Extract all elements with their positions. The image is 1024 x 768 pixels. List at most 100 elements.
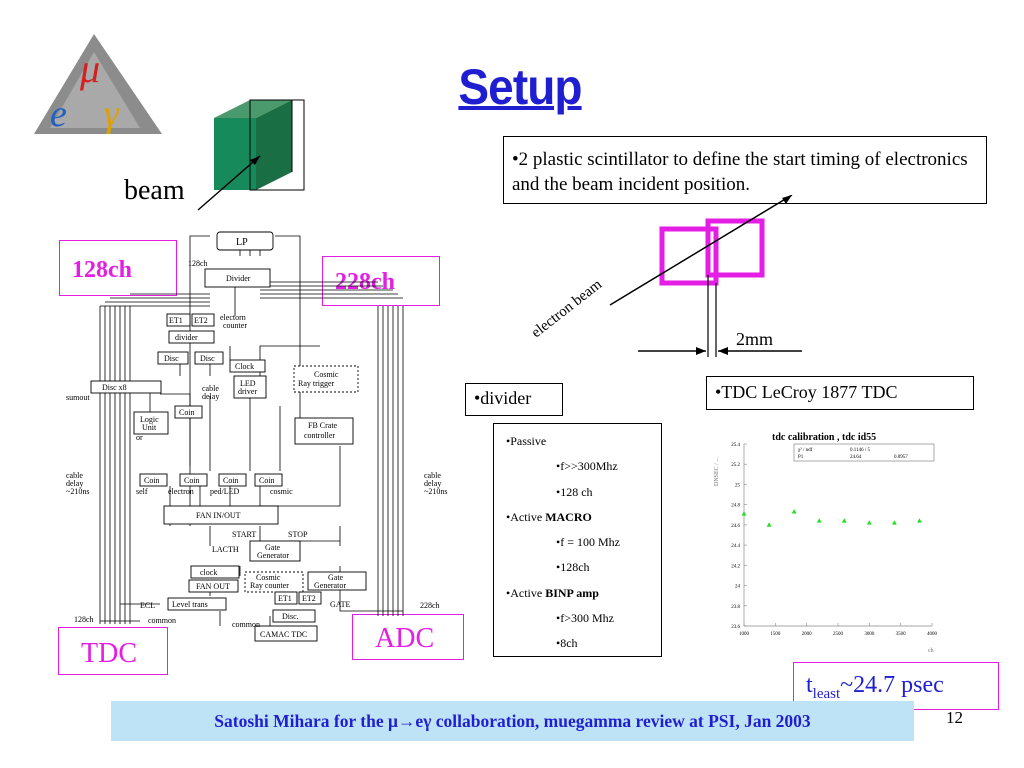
svg-text:Cosmic: Cosmic	[256, 573, 281, 582]
chart-y-tick-label: 24.6	[731, 524, 740, 529]
svg-text:Coin: Coin	[184, 476, 200, 485]
svg-text:LP: LP	[236, 237, 248, 248]
spec-binp-freq: •f>300 Mhz	[556, 611, 614, 625]
svg-text:ET2: ET2	[302, 594, 316, 603]
spec-macro-ch: •128ch	[556, 560, 590, 574]
chart-point	[866, 520, 872, 525]
svg-text:Gate: Gate	[265, 543, 281, 552]
chart-x-tick-label: 3500	[896, 632, 907, 637]
divider-spec-box: •Passive •f>>300Mhz •128 ch •Active MACR…	[493, 423, 662, 657]
svg-text:Gate: Gate	[328, 573, 344, 582]
chart-ylabel: DNSEC / ...	[714, 457, 720, 486]
gap-label: 2mm	[736, 329, 773, 349]
svg-text:driver: driver	[238, 387, 257, 396]
svg-text:LED: LED	[240, 379, 256, 388]
adc-tag: ADC	[352, 614, 464, 660]
tdc-model-label: •TDC LeCroy 1877 TDC	[706, 376, 974, 410]
svg-text:Generator: Generator	[314, 581, 346, 590]
svg-text:Divider: Divider	[226, 274, 251, 283]
logo-mu: μ	[79, 46, 100, 91]
svg-text:ET1: ET1	[169, 316, 183, 325]
svg-text:Logic: Logic	[140, 415, 159, 424]
chart-point	[816, 518, 822, 523]
chart-x-tick-label: 3000	[864, 632, 875, 637]
spec-active-macro: •Active MACRO	[506, 510, 592, 524]
logo-gamma: γ	[104, 93, 120, 135]
svg-text:self: self	[136, 487, 148, 496]
chart-y-tick-label: 25.2	[731, 463, 740, 468]
svg-text:GATE: GATE	[330, 600, 351, 609]
ch128-tag: 128ch	[59, 240, 177, 296]
svg-text:Generator: Generator	[257, 551, 289, 560]
scintillator-diagram: 2mm electron beam	[529, 195, 802, 357]
svg-text:χ² / ndf: χ² / ndf	[798, 447, 813, 453]
slide-title: Setup	[458, 59, 582, 115]
spec-active-binp: •Active BINP amp	[506, 586, 599, 600]
scintillator-note: •2 plastic scintillator to define the st…	[503, 136, 987, 204]
svg-text:Coin: Coin	[223, 476, 239, 485]
mueg-logo: μ e γ	[34, 34, 162, 135]
chart-y-tick-label: 24.2	[731, 564, 740, 569]
svg-text:electron: electron	[168, 487, 194, 496]
svg-text:sumout: sumout	[66, 393, 90, 402]
svg-text:Coin: Coin	[144, 476, 160, 485]
chart-y-tick-label: 24.8	[731, 504, 740, 509]
svg-text:24.64: 24.64	[850, 455, 862, 460]
svg-text:P1: P1	[798, 455, 804, 460]
svg-text:228ch: 228ch	[420, 601, 440, 610]
svg-text:Disc: Disc	[200, 354, 215, 363]
chart-point	[841, 518, 847, 523]
svg-text:electorn: electorn	[220, 313, 246, 322]
chart-x-tick-label: 1500	[770, 632, 781, 637]
spec-passive-ch: •128 ch	[556, 485, 593, 499]
svg-text:Coin: Coin	[179, 408, 195, 417]
svg-text:Clock: Clock	[235, 362, 254, 371]
svg-text:128ch: 128ch	[74, 615, 94, 624]
svg-text:delay: delay	[202, 392, 219, 401]
svg-text:divider: divider	[175, 333, 198, 342]
svg-text:FAN IN/OUT: FAN IN/OUT	[196, 511, 241, 520]
spec-passive: •Passive	[506, 434, 547, 448]
svg-text:cable: cable	[66, 471, 83, 480]
svg-text:Level trans: Level trans	[172, 600, 208, 609]
svg-text:LACTH: LACTH	[212, 545, 239, 554]
chart-y-tick-label: 23.6	[731, 625, 740, 630]
svg-text:Cosmic: Cosmic	[314, 370, 339, 379]
svg-text:delay: delay	[66, 479, 83, 488]
svg-text:ped/LED: ped/LED	[210, 487, 240, 496]
svg-text:delay: delay	[424, 479, 441, 488]
spec-passive-freq: •f>>300Mhz	[556, 459, 618, 473]
electron-beam-label: electron beam	[529, 276, 606, 341]
svg-text:Unit: Unit	[142, 423, 157, 432]
chart-y-tick-label: 25	[735, 483, 741, 488]
chart-x-tick-label: 4000	[927, 632, 938, 637]
tdc-tag: TDC	[58, 627, 168, 675]
beam-cube-diagram: beam	[124, 99, 305, 211]
chart-point	[741, 511, 747, 516]
svg-text:common: common	[232, 620, 260, 629]
svg-text:cosmic: cosmic	[270, 487, 293, 496]
svg-text:Disc x8: Disc x8	[102, 383, 127, 392]
tdc-calibration-chart: tdc calibration , tdc id55 χ² / ndf 0.11…	[710, 426, 945, 652]
svg-text:~210ns: ~210ns	[424, 487, 447, 496]
svg-text:Ray counter: Ray counter	[250, 581, 289, 590]
chart-point	[766, 522, 772, 527]
svg-text:0.0957: 0.0957	[894, 455, 908, 460]
tleast-label: tleast~24.7 psec	[793, 662, 999, 710]
svg-text:ET1: ET1	[278, 594, 292, 603]
svg-text:FB Crate: FB Crate	[308, 421, 338, 430]
chart-x-tick-label: 2500	[833, 632, 844, 637]
spec-macro-freq: •f = 100 Mhz	[556, 535, 620, 549]
svg-text:CAMAC TDC: CAMAC TDC	[260, 630, 307, 639]
svg-text:Coin: Coin	[259, 476, 275, 485]
svg-text:counter: counter	[223, 321, 247, 330]
page-number: 12	[946, 708, 963, 727]
svg-text:common: common	[148, 616, 176, 625]
logo-e: e	[50, 93, 67, 135]
chart-y-tick-label: 25.4	[731, 443, 740, 448]
svg-text:ET2: ET2	[194, 316, 208, 325]
chart-title: tdc calibration , tdc id55	[772, 432, 876, 443]
svg-text:0.1146 / 5: 0.1146 / 5	[850, 448, 870, 453]
spec-binp-ch: •8ch	[556, 636, 578, 650]
